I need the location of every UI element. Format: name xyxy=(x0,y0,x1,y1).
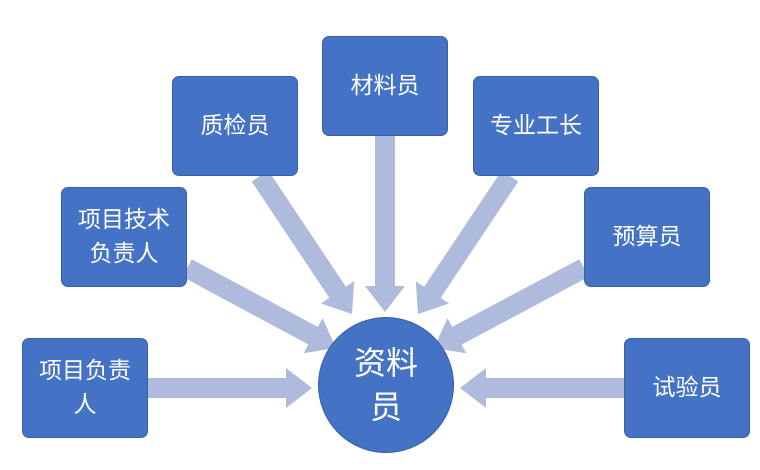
arrow-materials-clerk xyxy=(365,136,405,312)
arrow-estimator xyxy=(434,259,589,354)
arrow-foreman xyxy=(415,170,519,314)
node-technical-lead: 项目技术负责人 xyxy=(61,187,187,287)
node-test-technician: 试验员 xyxy=(624,338,750,438)
arrows-layer xyxy=(148,136,624,408)
node-project-manager: 项目负责人 xyxy=(22,338,148,438)
node-estimator: 预算员 xyxy=(584,187,710,287)
arrow-technical-lead xyxy=(182,259,336,354)
arrow-quality-inspector xyxy=(251,170,355,314)
arrow-project-manager xyxy=(148,368,312,408)
node-materials-clerk: 材料员 xyxy=(322,36,448,136)
node-foreman: 专业工长 xyxy=(473,76,599,176)
center-node-document-clerk: 资料员 xyxy=(318,317,454,453)
arrow-test-technician xyxy=(460,368,624,408)
node-quality-inspector: 质检员 xyxy=(172,76,298,176)
